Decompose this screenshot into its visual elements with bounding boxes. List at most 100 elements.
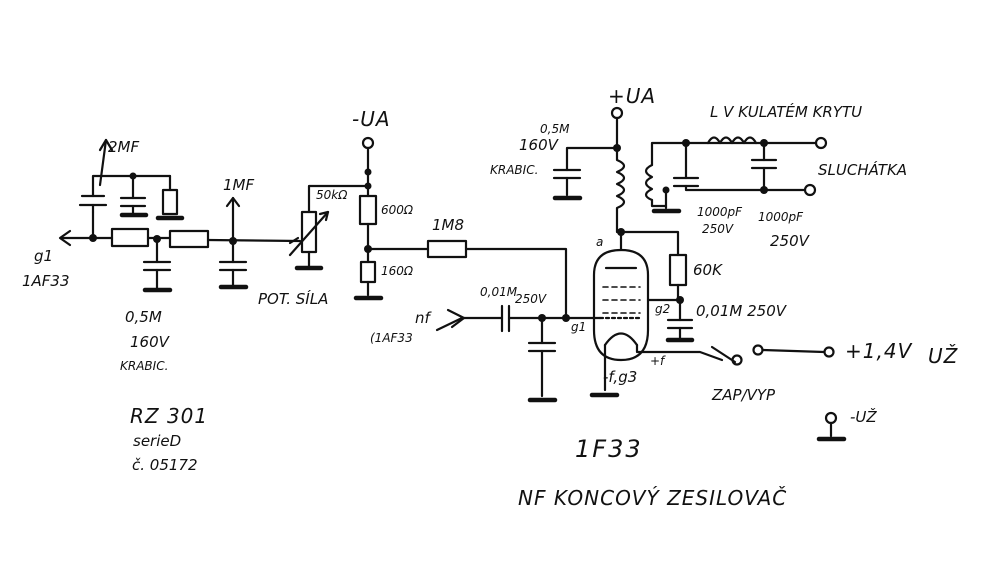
headphones-terminal-2 xyxy=(803,183,817,197)
volume-potentiometer xyxy=(288,184,370,271)
cislo-label: č. 05172 xyxy=(132,456,198,474)
arrow-head xyxy=(98,138,114,152)
rz301-label: RZ 301 xyxy=(130,404,208,428)
junction-dot xyxy=(760,186,768,194)
screen-capacitor xyxy=(666,318,694,330)
resistor-2 xyxy=(168,229,210,249)
zap-vyp-label: ZAP/VYP xyxy=(711,386,776,404)
input-filter-section xyxy=(58,138,302,293)
uz-top-label: UŽ xyxy=(928,344,959,368)
wire xyxy=(565,146,619,172)
plus-ua-terminal xyxy=(610,106,624,120)
grid-capacitor xyxy=(527,341,557,353)
wire xyxy=(464,247,568,320)
pot-wiper-arrow xyxy=(288,210,330,257)
minus-ua-label: -UA xyxy=(352,107,391,131)
junction-dot xyxy=(364,168,372,176)
switch-lever xyxy=(710,345,737,364)
sluchatka-label: SLUCHÁTKA xyxy=(818,160,907,179)
resistor-60k xyxy=(668,253,688,287)
cap-001m-g2-label: 0,01M 250V xyxy=(696,302,788,320)
output-stage xyxy=(552,106,828,343)
switch-contact-2 xyxy=(752,344,764,356)
title-label: NF KONCOVÝ ZESILOVAČ xyxy=(518,486,787,510)
plus-uz-terminal xyxy=(823,346,835,358)
g1-tube-label: g1 xyxy=(571,320,586,334)
cap-001m-in-label: 0,01M xyxy=(480,285,518,299)
resistor-1 xyxy=(110,227,150,248)
g1-arrow-head xyxy=(58,229,72,247)
resistor-600 xyxy=(358,194,378,226)
anode-label: a xyxy=(596,235,603,249)
coupling-capacitor xyxy=(500,304,511,333)
v250-a-label: 250V xyxy=(702,222,734,236)
wire xyxy=(307,184,370,214)
resistor-1m8 xyxy=(426,239,468,259)
v250-in-label: 250V xyxy=(515,292,547,306)
wire xyxy=(206,238,302,243)
v160-left-label: 160V xyxy=(130,333,171,351)
tube-filament xyxy=(603,332,639,347)
transformer-primary xyxy=(615,146,626,234)
variable-arrow xyxy=(98,138,108,187)
serie-label: serieD xyxy=(133,432,181,450)
wire xyxy=(91,174,172,198)
resistor-3 xyxy=(161,188,179,216)
resistor-160 xyxy=(359,260,377,284)
capacitor-c2 xyxy=(119,196,147,208)
pot-sila-label: POT. SÍLA xyxy=(258,289,328,308)
g2-label: g2 xyxy=(655,302,670,316)
cap-05m-left-label: 0,5M xyxy=(125,308,162,326)
wire xyxy=(684,184,806,192)
plus-ua-label: +UA xyxy=(608,84,656,108)
minus-uz-terminal xyxy=(824,411,838,425)
v160-top-label: 160V xyxy=(519,136,560,154)
cap-1000pf-a-label: 1000pF xyxy=(697,205,743,219)
r160-label: 160Ω xyxy=(381,264,414,278)
signal-input xyxy=(435,304,602,403)
mf1-label: 1MF xyxy=(223,176,254,194)
krabic-left-label: KRABIC. xyxy=(120,359,168,373)
arrow-head xyxy=(318,210,330,222)
junction-dot xyxy=(364,182,372,190)
plus-f-label: +f xyxy=(650,354,666,368)
v250-b-label: 250V xyxy=(770,232,811,250)
capacitor-1000pf-b xyxy=(750,158,778,170)
wire xyxy=(288,236,300,245)
wire xyxy=(650,198,668,208)
nf-arrow-shaft xyxy=(435,316,464,332)
wire xyxy=(761,348,826,354)
arrow-head xyxy=(225,196,241,208)
capacitor-c4 xyxy=(142,260,172,272)
inductor-note-label: L V KULATÉM KRYTU xyxy=(710,102,862,121)
g3-label: -f,g3 xyxy=(603,368,637,386)
minus-ua-terminal xyxy=(361,136,375,150)
krabic-top-label: KRABIC. xyxy=(490,163,538,177)
power-switch xyxy=(710,344,847,442)
r50k-label: 50kΩ xyxy=(316,188,348,202)
r600-label: 600Ω xyxy=(381,203,414,217)
bias-divider xyxy=(353,136,568,320)
cap-05m-top-label: 0,5M xyxy=(540,122,570,136)
r1m8-label: 1M8 xyxy=(432,216,464,234)
filament-lead-2 xyxy=(635,343,724,362)
decoupling-capacitor xyxy=(552,168,582,180)
mf2-label: 2MF xyxy=(108,138,139,156)
af33-in-label: (1AF33 xyxy=(370,331,413,345)
minus-uz-label: -UŽ xyxy=(850,407,877,426)
wire xyxy=(650,141,818,167)
headphones-terminal-1 xyxy=(814,136,828,150)
wire xyxy=(619,230,680,257)
cap-1000pf-b-label: 1000pF xyxy=(758,210,804,224)
capacitor-1000pf-a xyxy=(672,176,700,188)
r60k-label: 60K xyxy=(693,261,723,279)
capacitor-c1 xyxy=(78,194,108,207)
nf-in-label: nf xyxy=(415,309,433,327)
inductor-l xyxy=(706,136,758,145)
capacitor-1mf xyxy=(218,260,248,272)
tube-name-label: 1F33 xyxy=(575,435,643,463)
transformer-secondary xyxy=(644,163,654,202)
switch-contact-1 xyxy=(731,354,743,366)
af33-left-label: 1AF33 xyxy=(22,272,70,290)
